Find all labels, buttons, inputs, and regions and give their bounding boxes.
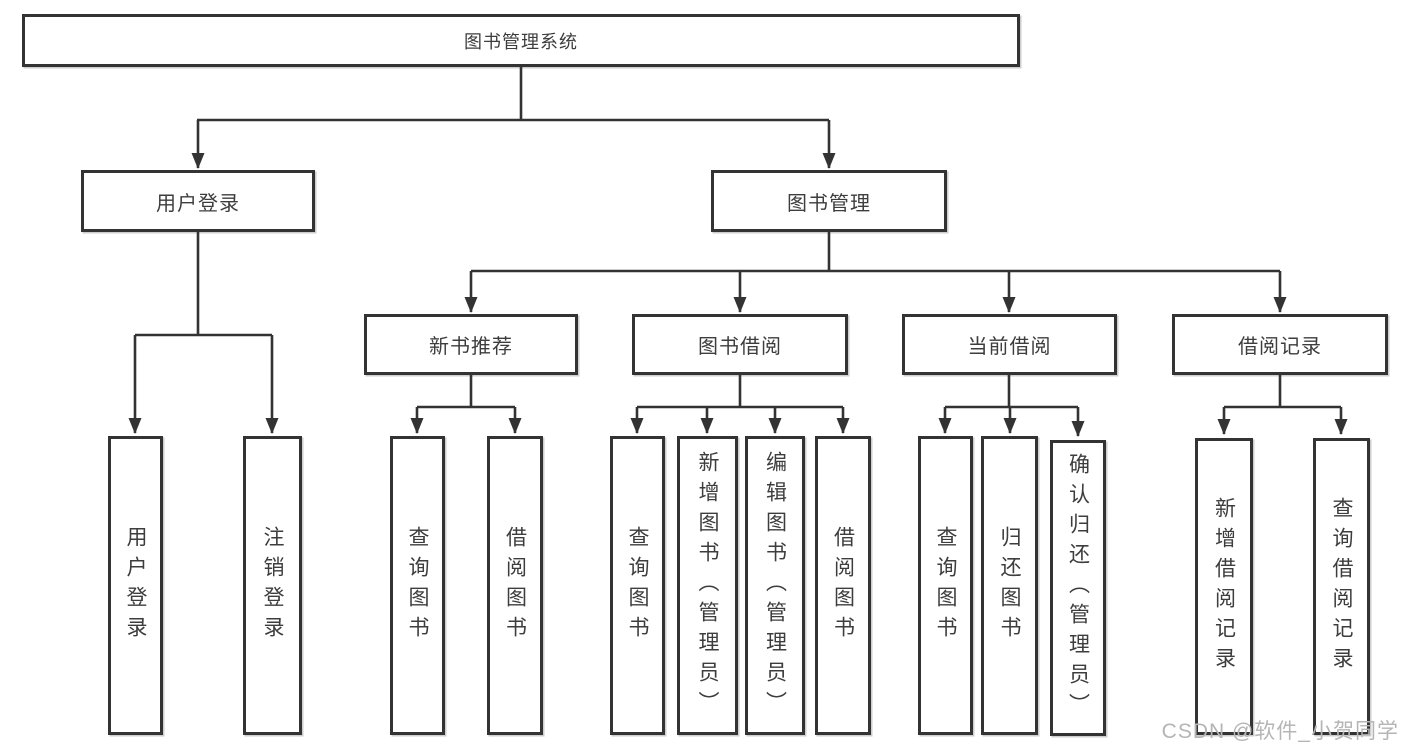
node-book-management-label: 图书管理 <box>787 192 871 215</box>
leaf-add-books-admin: 新增图书（管理员） <box>677 436 738 735</box>
leaf-logout: 注销登录 <box>243 436 302 735</box>
leaf-edit-books-admin-label: 编辑图书（管理员） <box>763 450 787 721</box>
leaf-borrowing-borrow-books: 借阅图书 <box>815 436 871 735</box>
node-user-login-label: 用户登录 <box>156 192 240 215</box>
leaf-add-borrow-record-label: 新增借阅记录 <box>1212 496 1236 677</box>
leaf-user-login-label: 用户登录 <box>124 525 147 646</box>
node-root-system-label: 图书管理系统 <box>464 31 578 52</box>
leaf-borrowing-query-books: 查询图书 <box>610 436 665 735</box>
leaf-logout-label: 注销登录 <box>261 525 284 646</box>
leaf-recommend-query-books-label: 查询图书 <box>406 525 429 646</box>
leaf-recommend-borrow-books: 借阅图书 <box>487 436 543 735</box>
leaf-current-query-books-label: 查询图书 <box>934 525 957 646</box>
node-root-system: 图书管理系统 <box>22 14 1020 67</box>
node-current-borrowing-label: 当前借阅 <box>967 336 1052 358</box>
node-new-book-recommend-label: 新书推荐 <box>429 336 513 358</box>
leaf-return-books-label: 归还图书 <box>998 525 1021 646</box>
node-borrow-records: 借阅记录 <box>1172 314 1388 375</box>
leaf-edit-books-admin: 编辑图书（管理员） <box>745 436 805 735</box>
leaf-recommend-query-books: 查询图书 <box>390 436 445 735</box>
leaf-user-login: 用户登录 <box>108 436 163 735</box>
leaf-confirm-return-admin: 确认归还（管理员） <box>1050 440 1106 736</box>
leaf-current-query-books: 查询图书 <box>918 436 973 735</box>
leaf-add-borrow-record: 新增借阅记录 <box>1195 438 1253 735</box>
node-book-management: 图书管理 <box>711 170 947 232</box>
node-book-borrowing: 图书借阅 <box>632 314 848 375</box>
csdn-watermark: CSDN @软件_小贺同学 <box>1161 720 1399 743</box>
leaf-confirm-return-admin-label: 确认归还（管理员） <box>1066 453 1090 723</box>
leaf-recommend-borrow-books-label: 借阅图书 <box>503 525 527 646</box>
node-book-borrowing-label: 图书借阅 <box>698 336 782 358</box>
node-borrow-records-label: 借阅记录 <box>1238 336 1322 358</box>
leaf-query-borrow-record: 查询借阅记录 <box>1313 438 1370 735</box>
leaf-add-books-admin-label: 新增图书（管理员） <box>696 450 719 721</box>
node-current-borrowing: 当前借阅 <box>902 314 1117 375</box>
leaf-return-books: 归还图书 <box>981 436 1038 735</box>
leaf-borrowing-borrow-books-label: 借阅图书 <box>831 525 855 646</box>
leaf-query-borrow-record-label: 查询借阅记录 <box>1330 496 1353 677</box>
leaf-borrowing-query-books-label: 查询图书 <box>626 525 649 646</box>
node-new-book-recommend: 新书推荐 <box>364 314 578 375</box>
node-user-login: 用户登录 <box>81 170 315 232</box>
